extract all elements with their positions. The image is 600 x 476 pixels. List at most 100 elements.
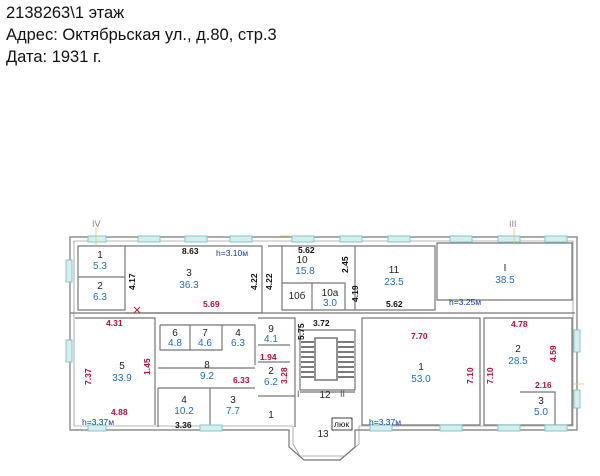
section-lines bbox=[95, 228, 584, 385]
plan-header: 2138263\1 этаж Адрес: Октябрьская ул., д… bbox=[6, 2, 277, 68]
dimension-label: 4.19 bbox=[350, 285, 360, 302]
room-number: 2 bbox=[97, 281, 103, 292]
room-area: 4.6 bbox=[198, 338, 212, 349]
wall bbox=[282, 282, 346, 310]
stair-treads bbox=[301, 341, 354, 378]
window bbox=[137, 235, 161, 243]
wall bbox=[281, 245, 436, 311]
dimension-label: 5.69 bbox=[203, 299, 220, 309]
height-label: h=3.37м bbox=[369, 417, 401, 427]
wall bbox=[520, 391, 556, 425]
room-area: 36.3 bbox=[179, 280, 199, 291]
dimensions-red: 5.69 4.31 7.37 1.45 1.94 6.33 3.28 4.88 … bbox=[83, 299, 558, 417]
window bbox=[65, 259, 73, 283]
window bbox=[184, 235, 208, 243]
section-mark-left: IV bbox=[92, 219, 101, 229]
window bbox=[291, 235, 315, 243]
plan-address: Адрес: Октябрьская ул., д.80, стр.3 bbox=[6, 26, 277, 44]
dimension-label: 6.33 bbox=[233, 375, 250, 385]
room-area: 4.1 bbox=[264, 334, 278, 345]
plan-date: Дата: 1931 г. bbox=[6, 48, 102, 66]
dimension-label: 2.16 bbox=[535, 380, 552, 390]
room-area: 33.9 bbox=[112, 373, 132, 384]
window bbox=[229, 235, 253, 243]
window bbox=[449, 235, 473, 243]
section-mark-center-left: I bbox=[297, 389, 300, 399]
dimension-label: 8.63 bbox=[182, 246, 199, 256]
dimension-label: 7.37 bbox=[83, 368, 93, 385]
room-number: 13 bbox=[317, 429, 329, 440]
dimension-label: 4.17 bbox=[127, 273, 137, 290]
plan-title: 2138263\1 этаж bbox=[6, 4, 125, 22]
room-area: 4.8 bbox=[168, 338, 182, 349]
window bbox=[339, 235, 363, 243]
dimension-label: 4.22 bbox=[264, 273, 274, 290]
dimensions-black: 8.63 4.17 4.22 5.62 4.22 2.45 4.19 5.62 … bbox=[127, 245, 403, 430]
dimension-label: 5.75 bbox=[296, 323, 306, 340]
room-number: 11 bbox=[389, 265, 400, 276]
room-number: 8 bbox=[204, 360, 210, 371]
room-number: 3 bbox=[230, 395, 236, 406]
stair-well bbox=[299, 329, 356, 391]
room-number: 12 bbox=[319, 390, 331, 401]
room-number: 3 bbox=[186, 268, 192, 279]
dimension-label: 7.10 bbox=[485, 367, 495, 384]
room-number: 2 bbox=[268, 366, 274, 377]
room-area: 6.3 bbox=[231, 338, 245, 349]
dimension-label: 7.10 bbox=[465, 367, 475, 384]
window bbox=[87, 235, 107, 243]
room-number: 10 bbox=[296, 255, 308, 266]
room-area: 53.0 bbox=[411, 374, 431, 385]
dimension-label: 4.22 bbox=[249, 273, 259, 290]
dimension-label: 7.70 bbox=[411, 331, 428, 341]
window bbox=[65, 339, 73, 363]
window bbox=[199, 424, 223, 432]
wall bbox=[436, 242, 573, 301]
room-area: 5.3 bbox=[93, 261, 107, 272]
room-number: 10б bbox=[289, 290, 306, 302]
section-mark-center-right: II bbox=[340, 389, 345, 399]
dimension-label: 4.78 bbox=[511, 319, 528, 329]
window bbox=[573, 329, 581, 353]
room-area: 15.8 bbox=[295, 266, 315, 277]
dimension-label: 5.62 bbox=[298, 245, 315, 255]
dimension-label: 4.59 bbox=[548, 345, 558, 362]
wall bbox=[361, 317, 481, 426]
room-area: 7.7 bbox=[226, 406, 240, 417]
room-number: 10а bbox=[322, 288, 339, 299]
room-number: 7 bbox=[202, 328, 208, 339]
dimension-label: 1.94 bbox=[260, 352, 277, 362]
dimension-label: 3.72 bbox=[313, 318, 330, 328]
room-number: 9 bbox=[268, 324, 274, 335]
wall bbox=[159, 325, 223, 351]
room-number: 1 bbox=[418, 362, 424, 373]
room-area: 23.5 bbox=[384, 277, 404, 288]
room-area: 5.0 bbox=[534, 407, 548, 418]
window bbox=[544, 424, 568, 432]
wall bbox=[258, 317, 296, 427]
room-area: 38.5 bbox=[495, 275, 515, 286]
room-number: 5 bbox=[119, 361, 125, 372]
stair-core bbox=[314, 337, 338, 381]
wall bbox=[77, 245, 126, 311]
windows bbox=[65, 235, 581, 432]
room-area: 28.5 bbox=[508, 356, 528, 367]
dimension-label: 2.45 bbox=[340, 256, 350, 273]
room-number: 2 bbox=[515, 344, 521, 355]
window bbox=[387, 235, 411, 243]
room-number: I bbox=[504, 263, 507, 274]
window bbox=[87, 424, 107, 432]
room-number: 4 bbox=[235, 328, 241, 339]
walls bbox=[69, 236, 578, 461]
window bbox=[497, 235, 521, 243]
hatch bbox=[331, 417, 353, 431]
room-number: 4 bbox=[181, 395, 187, 406]
window bbox=[369, 424, 393, 432]
room-number: 6 bbox=[172, 328, 178, 339]
window bbox=[497, 424, 521, 432]
dimension-label: 3.36 bbox=[175, 420, 192, 430]
dimension-label: 4.31 bbox=[106, 318, 123, 328]
height-label: h=3.37м bbox=[82, 417, 114, 427]
window bbox=[439, 424, 463, 432]
room-number: 1 bbox=[268, 410, 274, 421]
